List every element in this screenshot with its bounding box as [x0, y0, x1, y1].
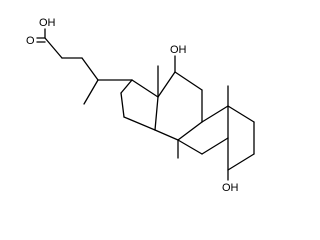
- bond-c17-c13: [131, 79, 159, 98]
- acid-hydroxyl-label: OH: [39, 17, 56, 29]
- bond-c13-c14: [154, 96, 159, 131]
- ring-d: [120, 79, 159, 131]
- bond-c10-c1: [227, 105, 255, 123]
- bond-c15-c16: [120, 92, 125, 118]
- chemical-structure: OH O OH OH: [26, 17, 255, 193]
- c3-hydroxyl-label: OH: [222, 182, 239, 193]
- ring-a: [227, 105, 255, 171]
- carbonyl-oxygen-label: O: [26, 35, 35, 47]
- bond-c6-c7: [177, 139, 203, 155]
- bond-c24-c23: [44, 37, 63, 59]
- bond-c8-c14: [154, 129, 179, 141]
- bond-c2-c3: [227, 153, 255, 171]
- bond-c22-c20: [81, 57, 99, 81]
- bond-c9-c8: [177, 121, 203, 141]
- bond-c20-c21: [83, 79, 99, 105]
- bond-c12-c11: [174, 71, 203, 91]
- bond-c16-c17: [120, 79, 133, 94]
- bond-c5-c6: [201, 137, 229, 155]
- ring-c: [154, 71, 203, 141]
- bond-c13-c12: [157, 71, 176, 98]
- c12-hydroxyl-label: OH: [170, 44, 187, 56]
- bond-c14-c15: [123, 116, 156, 131]
- substituents: [157, 55, 229, 181]
- ring-b: [177, 105, 229, 155]
- bond-c9-c10: [201, 105, 229, 123]
- side-chain: [36, 28, 133, 105]
